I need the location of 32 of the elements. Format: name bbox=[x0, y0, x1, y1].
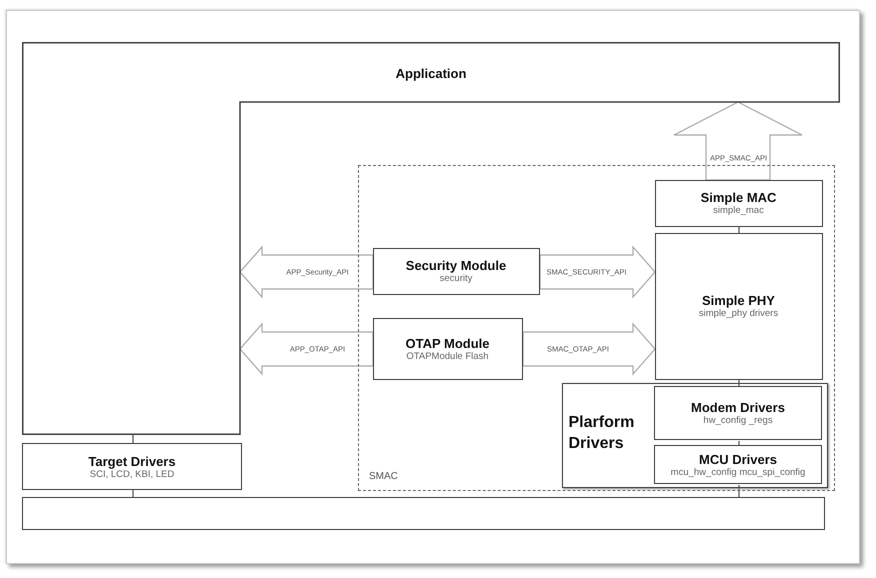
box-subtitle: simple_phy drivers bbox=[698, 308, 778, 319]
module-box bbox=[654, 180, 822, 226]
module-box bbox=[22, 443, 242, 490]
module-box bbox=[654, 445, 822, 484]
group-box bbox=[562, 382, 828, 488]
box-title: OTAP Module bbox=[405, 336, 490, 350]
box-subtitle: security bbox=[440, 273, 472, 284]
application-region bbox=[22, 42, 840, 435]
box-subtitle: hw_config _regs bbox=[703, 415, 773, 426]
connector-line bbox=[738, 485, 740, 497]
module-box bbox=[654, 386, 822, 440]
bar-box bbox=[22, 497, 825, 530]
box-title: Modem Drivers bbox=[691, 400, 785, 415]
box-title: Security Module bbox=[406, 258, 506, 273]
module-box bbox=[372, 318, 522, 380]
box-subtitle: OTAPModule Flash bbox=[406, 350, 489, 362]
module-box bbox=[372, 248, 540, 294]
box-subtitle: mcu_hw_config mcu_spi_config bbox=[670, 466, 806, 478]
box-title: Simple MAC bbox=[700, 190, 776, 205]
region-title: Application bbox=[394, 66, 468, 81]
block-arrow bbox=[239, 245, 374, 299]
container-label: SMAC bbox=[369, 471, 398, 482]
module-box bbox=[654, 232, 822, 380]
block-arrow bbox=[239, 322, 374, 376]
box-title: Target Drivers bbox=[88, 454, 176, 468]
box-title: MCU Drivers bbox=[698, 452, 778, 466]
dashed-container bbox=[358, 165, 835, 491]
block-arrow bbox=[673, 101, 803, 181]
box-subtitle: simple_mac bbox=[713, 205, 764, 216]
group-title: Plarform Drivers bbox=[568, 412, 636, 454]
box-subtitle: SCI, LCD, KBI, LED bbox=[90, 468, 174, 480]
box-title: Simple PHY bbox=[702, 293, 775, 308]
